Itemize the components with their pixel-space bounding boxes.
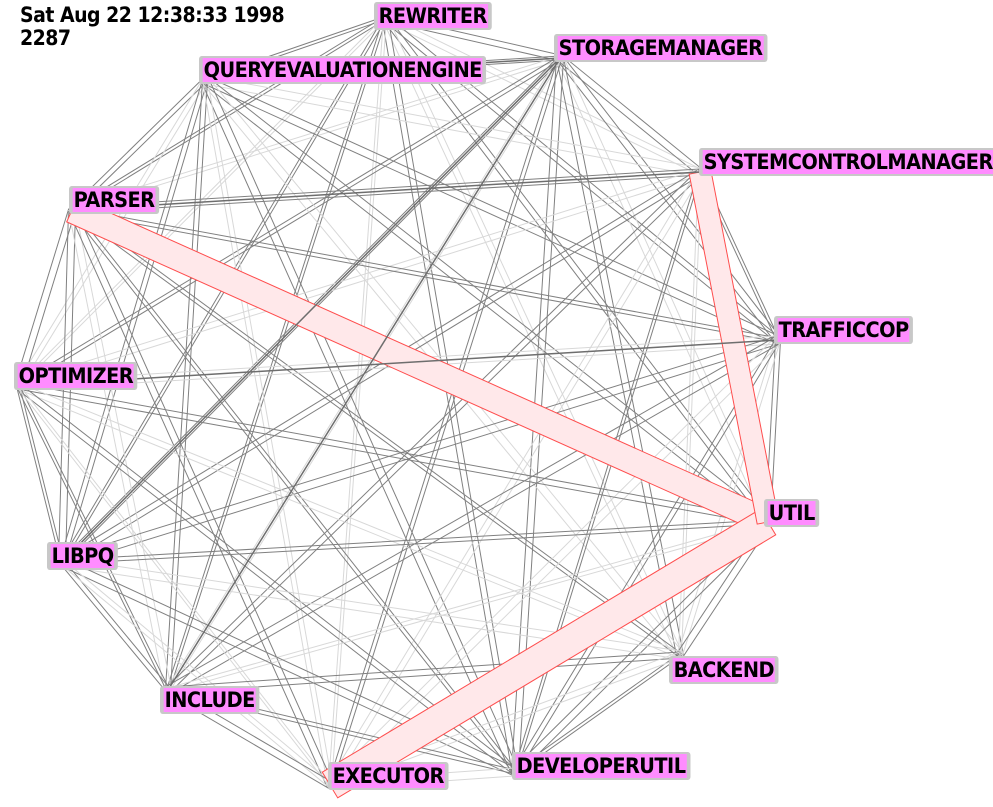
edge-optimizer-util — [16, 382, 770, 526]
header-timestamp: Sat Aug 22 12:38:33 1998 — [20, 3, 285, 27]
header: Sat Aug 22 12:38:33 1998 2287 — [20, 3, 285, 50]
node-backend[interactable]: BACKEND — [669, 656, 779, 684]
node-label-optimizer: OPTIMIZER — [17, 364, 135, 388]
highlight-edge-parser-util — [66, 197, 774, 535]
node-label-include: INCLUDE — [163, 688, 256, 712]
node-label-backend: BACKEND — [672, 658, 775, 682]
node-developerutil[interactable]: DEVELOPERUTIL — [512, 752, 691, 780]
node-trafficcop[interactable]: TRAFFICCOP — [774, 316, 914, 344]
edge-strong-optimizer-trafficcop — [17, 339, 779, 387]
node-label-parser: PARSER — [72, 188, 156, 212]
node-label-queryevaluationengine: QUERYEVALUATIONENGINE — [202, 58, 483, 82]
node-executor[interactable]: EXECUTOR — [328, 762, 449, 790]
edge-libpq-developerutil — [59, 557, 518, 777]
node-label-systemcontrolmanager: SYSTEMCONTROLMANAGER — [702, 150, 993, 174]
node-label-rewriter: REWRITER — [377, 4, 488, 28]
node-label-trafficcop: TRAFFICCOP — [777, 318, 910, 342]
node-systemcontrolmanager[interactable]: SYSTEMCONTROLMANAGER — [699, 148, 993, 176]
edge-strong-libpq-storagemanager — [61, 57, 561, 563]
edge-strong-include-storagemanager — [167, 57, 561, 691]
node-label-developerutil: DEVELOPERUTIL — [515, 754, 687, 778]
node-queryevaluationengine[interactable]: QUERYEVALUATIONENGINE — [199, 56, 487, 84]
node-parser[interactable]: PARSER — [69, 186, 160, 214]
node-label-util: UTIL — [767, 501, 816, 525]
edge-strong-parser-systemcontrolmanager — [71, 171, 701, 211]
node-label-storagemanager: STORAGEMANAGER — [557, 36, 764, 60]
edge-storagemanager-trafficcop — [556, 55, 782, 343]
edge-storagemanager-systemcontrolmanager — [557, 54, 703, 176]
node-libpq[interactable]: LIBPQ — [47, 542, 119, 570]
edge-optimizer-include — [15, 384, 171, 692]
node-optimizer[interactable]: OPTIMIZER — [14, 362, 138, 390]
node-include[interactable]: INCLUDE — [160, 686, 260, 714]
node-label-executor: EXECUTOR — [331, 764, 445, 788]
node-rewriter[interactable]: REWRITER — [374, 2, 492, 30]
edge-rewriter-include — [165, 16, 388, 692]
node-label-libpq: LIBPQ — [50, 544, 115, 568]
node-storagemanager[interactable]: STORAGEMANAGER — [554, 34, 768, 62]
node-util[interactable]: UTIL — [764, 499, 820, 527]
header-count: 2287 — [20, 26, 71, 50]
